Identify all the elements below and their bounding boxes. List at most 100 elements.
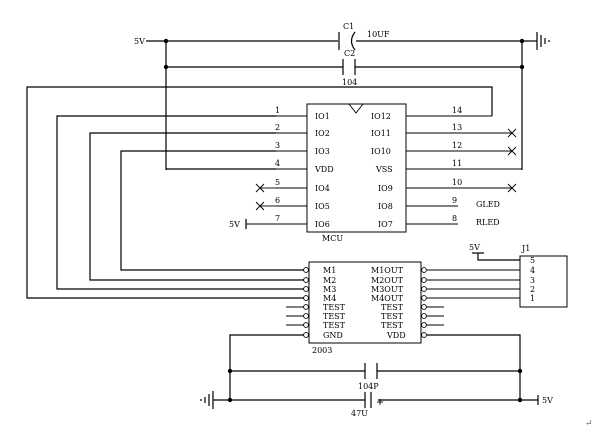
led-red-label: RLED bbox=[476, 218, 500, 227]
mcu-body bbox=[306, 103, 407, 233]
mcu-pin-number: 9 bbox=[452, 196, 457, 205]
mcu-pin-name: IO5 bbox=[315, 202, 330, 211]
mcu-pin-name: IO8 bbox=[378, 202, 393, 211]
driver-pin-name: M1OUT bbox=[371, 266, 404, 275]
mcu-pin-number: 4 bbox=[275, 159, 280, 168]
driver-pin-name: TEST bbox=[381, 321, 404, 330]
c-bottom-elec-value: 47U bbox=[351, 409, 368, 418]
capacitor-104p: 104P bbox=[358, 363, 379, 391]
junction-dot bbox=[517, 368, 523, 374]
mcu-pin-number: 1 bbox=[275, 106, 280, 115]
ground-symbol-top bbox=[530, 32, 550, 50]
driver-pin-name: M3OUT bbox=[371, 285, 404, 294]
j1-pin: 3 bbox=[530, 276, 535, 285]
mcu-pin-name: IO11 bbox=[371, 129, 391, 138]
mcu-pin-number: 3 bbox=[275, 141, 280, 150]
mcu-pin-name: IO7 bbox=[378, 220, 393, 229]
driver-left-pins: M1 M2 M3 M4 TEST TEST TEST GND bbox=[286, 266, 346, 340]
mcu-pin-number: 8 bbox=[452, 214, 457, 223]
mcu-pin-name: IO2 bbox=[315, 129, 330, 138]
junction-dot bbox=[163, 64, 169, 70]
driver-right-pins: M1OUT M2OUT M3OUT M4OUT TEST TEST TEST V… bbox=[371, 266, 444, 340]
j1-body bbox=[519, 255, 568, 308]
vcc-bottom-label: 5V bbox=[542, 396, 553, 405]
mcu-pin-number: 2 bbox=[275, 123, 280, 132]
bottom-power-section: 104P 47U 5V bbox=[200, 334, 553, 418]
vcc-j1-label: 5V bbox=[469, 243, 480, 252]
return-mark: ↵ bbox=[585, 419, 593, 429]
driver-name: 2003 bbox=[312, 346, 332, 355]
capacitor-47u: 47U bbox=[351, 392, 383, 418]
mcu-pin-name: IO12 bbox=[371, 112, 391, 121]
junction-dot bbox=[227, 397, 233, 403]
driver-pin-name: M4OUT bbox=[371, 294, 404, 303]
driver-pin-name: M2OUT bbox=[371, 276, 404, 285]
driver-pin-name: TEST bbox=[381, 312, 404, 321]
mcu-pin-name: IO1 bbox=[315, 112, 330, 121]
mcu-pin-number: 5 bbox=[275, 178, 280, 187]
driver-pin-name: M2 bbox=[323, 276, 336, 285]
c2-value: 104 bbox=[342, 78, 357, 87]
c2-name: C2 bbox=[344, 49, 355, 58]
junction-dot bbox=[517, 397, 523, 403]
driver-chip: 2003 M1 M2 M3 M4 TEST TEST TEST GND bbox=[286, 261, 520, 355]
mcu-pin-name: IO6 bbox=[315, 220, 330, 229]
c-bottom-value: 104P bbox=[358, 382, 379, 391]
mcu-pin-number: 14 bbox=[452, 106, 462, 115]
j1-pin: 5 bbox=[530, 256, 535, 265]
junction-dot bbox=[519, 64, 525, 70]
mcu-name: MCU bbox=[322, 234, 343, 243]
driver-pin-name: M4 bbox=[323, 294, 336, 303]
vcc-pin7-label: 5V bbox=[229, 220, 240, 229]
mcu-pin-number: 6 bbox=[275, 196, 280, 205]
j1-pin: 2 bbox=[530, 285, 535, 294]
mcu-pin-name: IO9 bbox=[378, 184, 393, 193]
c1-name: C1 bbox=[343, 22, 354, 31]
mcu-pin-name: IO4 bbox=[315, 184, 330, 193]
wire-io12 bbox=[26, 86, 493, 299]
c1-value: 10UF bbox=[367, 30, 390, 39]
mcu-pin-name: VDD bbox=[314, 165, 334, 174]
junction-dot bbox=[519, 38, 525, 44]
vdd-wire bbox=[427, 334, 521, 400]
gnd-wire bbox=[229, 334, 304, 400]
driver-pin-name: VDD bbox=[386, 331, 406, 340]
wire-io2 bbox=[89, 132, 304, 281]
capacitor-c2: C2 104 bbox=[342, 49, 357, 87]
wire-io1 bbox=[56, 115, 304, 290]
junction-dot bbox=[163, 38, 169, 44]
ground-symbol-bottom bbox=[200, 391, 214, 409]
mcu-notch bbox=[348, 103, 364, 114]
mcu-chip: MCU 1 2 3 4 5 6 7 IO1 IO2 IO3 VDD IO4 IO… bbox=[166, 103, 522, 243]
vcc-top-label: 5V bbox=[134, 37, 145, 46]
driver-pin-name: TEST bbox=[323, 312, 346, 321]
mcu-right-pins: 14 13 12 11 10 9 8 IO12 IO11 IO10 VSS IO… bbox=[371, 106, 522, 229]
driver-pin-name: TEST bbox=[323, 303, 346, 312]
driver-body bbox=[308, 261, 422, 344]
mcu-pin-number: 13 bbox=[452, 123, 462, 132]
driver-pin-name: TEST bbox=[323, 321, 346, 330]
driver-pin-name: M1 bbox=[323, 266, 336, 275]
mcu-to-driver-wiring bbox=[26, 86, 493, 299]
mcu-pin-name: IO3 bbox=[315, 147, 330, 156]
mcu-pin-number: 10 bbox=[452, 178, 462, 187]
mcu-pin-number: 7 bbox=[275, 214, 280, 223]
driver-pin-name: M3 bbox=[323, 285, 336, 294]
led-green-label: GLED bbox=[476, 200, 500, 209]
j1-name: J1 bbox=[521, 244, 530, 253]
j1-pin: 4 bbox=[530, 266, 535, 275]
junction-dot bbox=[227, 368, 233, 374]
driver-pin-name: TEST bbox=[381, 303, 404, 312]
j1-pin: 1 bbox=[530, 294, 535, 303]
mcu-pin-number: 12 bbox=[452, 141, 462, 150]
mcu-pin-number: 11 bbox=[452, 159, 462, 168]
connector-j1: J1 5 4 3 2 1 5V bbox=[469, 243, 568, 308]
wire-io3 bbox=[120, 150, 304, 271]
driver-pin-name: GND bbox=[323, 331, 343, 340]
mcu-left-pins: 1 2 3 4 5 6 7 IO1 IO2 IO3 VDD IO4 IO5 IO… bbox=[246, 106, 334, 229]
mcu-pin-name: VSS bbox=[375, 165, 393, 174]
top-power-section: 5V C1 10UF C2 104 bbox=[134, 22, 550, 170]
mcu-pin-name: IO10 bbox=[371, 147, 391, 156]
capacitor-c1: C1 10UF bbox=[338, 22, 390, 51]
